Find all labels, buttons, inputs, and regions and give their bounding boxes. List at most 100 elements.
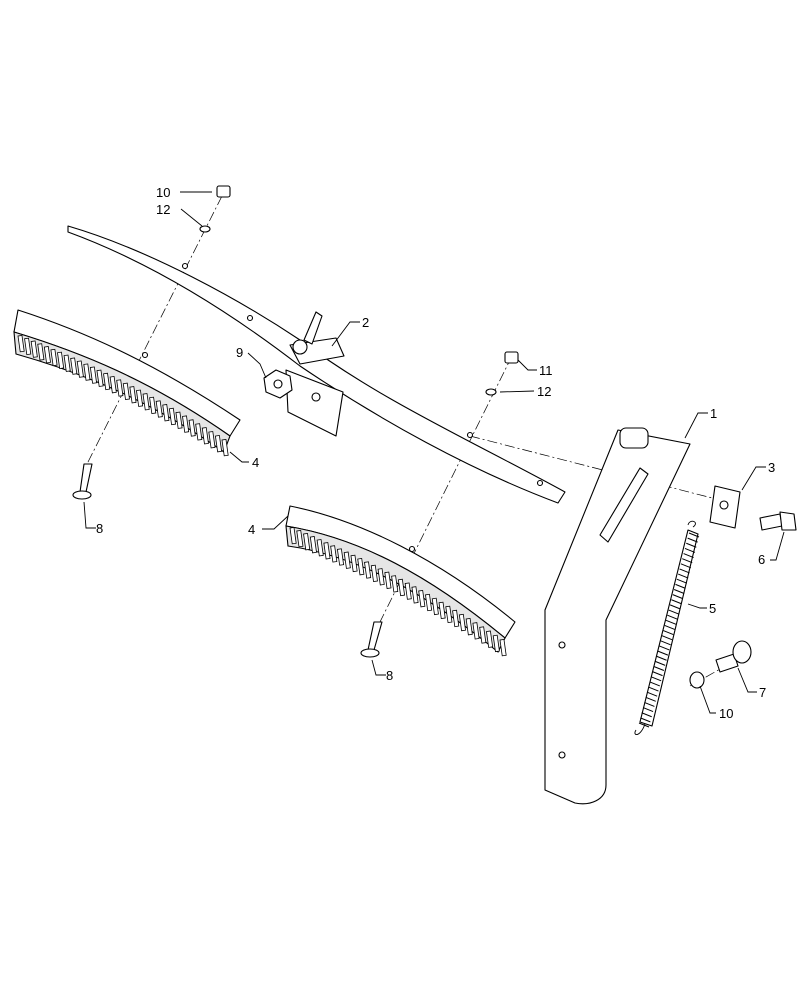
spring-coil: [676, 578, 688, 584]
bristle: [50, 348, 58, 367]
spring-coil: [686, 542, 697, 548]
callout-8-upper: 8: [96, 521, 103, 536]
bristle: [76, 360, 84, 378]
bristle: [24, 337, 32, 356]
bristle: [309, 536, 317, 554]
bristle: [37, 343, 45, 361]
bristle: [303, 533, 311, 551]
bristle: [221, 438, 229, 457]
bristle: [175, 411, 183, 429]
callout-9: 9: [236, 345, 243, 360]
bristle: [384, 571, 392, 589]
bristle: [63, 354, 71, 372]
bristle: [83, 363, 91, 381]
callout-labels: 10 12 2 9 11 12 1 3 6 5 7 10 4 4 8 8: [96, 185, 775, 721]
spring-coil: [644, 701, 655, 707]
hanger-bar-part: [67, 225, 566, 504]
lock-washer-lower: [485, 388, 497, 396]
leader-lines: [83, 191, 785, 714]
bristle: [116, 379, 124, 397]
spring-coil: [673, 589, 685, 594]
spring-coil: [682, 558, 693, 564]
washer-part: [689, 671, 705, 689]
bristle: [485, 630, 494, 648]
bristle: [89, 366, 98, 384]
small-nut-upper: [216, 185, 231, 198]
bracket-part: [544, 427, 691, 805]
bristle: [431, 597, 439, 616]
bristle: [168, 407, 176, 426]
callout-1: 1: [710, 406, 717, 421]
screw-part: [715, 640, 752, 673]
spring-coil: [657, 650, 669, 656]
bristle: [122, 382, 130, 400]
bristle: [350, 554, 358, 573]
callout-7: 7: [759, 685, 766, 700]
bristle: [397, 578, 406, 597]
bristle: [465, 618, 473, 636]
brush-lower-bristles: [289, 526, 507, 657]
bristle: [411, 586, 419, 604]
bristle: [149, 396, 157, 415]
callout-12-lower: 12: [537, 384, 551, 399]
bristle: [438, 601, 446, 620]
small-nut-lower: [504, 351, 519, 364]
bristle: [182, 415, 190, 433]
spring-coil: [683, 553, 694, 559]
callout-4-upper: 4: [252, 455, 259, 470]
nut-hole: [273, 379, 283, 389]
callout-10-lower: 11: [539, 363, 553, 378]
bristle: [96, 369, 104, 387]
spring-coils: [638, 532, 700, 728]
spring-coil: [661, 635, 673, 641]
bristle: [418, 590, 426, 608]
bristle: [155, 400, 163, 418]
bristle: [109, 376, 117, 394]
bristle: [17, 334, 25, 353]
spring-coil: [664, 624, 675, 630]
bristle: [296, 529, 304, 548]
spring-coil: [645, 696, 656, 702]
spring-coil: [684, 547, 696, 553]
spring-coil: [671, 599, 682, 605]
bristle: [162, 404, 170, 422]
spring-coil: [679, 568, 690, 574]
bristle: [142, 393, 150, 411]
spring-coil: [665, 619, 677, 625]
spring-coil: [663, 630, 674, 636]
bristle: [188, 419, 196, 437]
bristle: [445, 605, 453, 624]
bristle: [323, 542, 331, 560]
spring-coil: [669, 604, 681, 610]
bristle: [135, 389, 144, 407]
callout-11: 10: [719, 706, 733, 721]
bristle: [214, 435, 223, 453]
spring-coil: [687, 537, 698, 543]
bristle: [103, 372, 111, 391]
spring-coil: [680, 563, 692, 569]
bolt-part: [759, 511, 797, 531]
spring-coil: [641, 712, 652, 718]
bristle: [30, 340, 38, 358]
bristle: [195, 423, 203, 441]
bristle: [330, 545, 338, 563]
bristle: [479, 626, 487, 644]
spring-coil: [652, 671, 663, 677]
bristle: [472, 622, 480, 640]
spring-coil: [656, 655, 667, 661]
spring-coil: [653, 666, 665, 671]
bristle: [499, 638, 507, 657]
bristle: [70, 357, 78, 375]
bristle: [452, 609, 460, 628]
spring-coil: [675, 583, 686, 589]
callout-3: 3: [768, 460, 775, 475]
brush-upper-bristles: [17, 334, 229, 457]
carriage-bolt-upper: [72, 463, 93, 500]
bristle: [425, 593, 433, 612]
bristle: [201, 427, 209, 445]
spring-coil: [642, 707, 654, 713]
callout-2: 2: [362, 315, 369, 330]
spring-coil: [655, 660, 666, 666]
spring-coil: [659, 645, 670, 651]
